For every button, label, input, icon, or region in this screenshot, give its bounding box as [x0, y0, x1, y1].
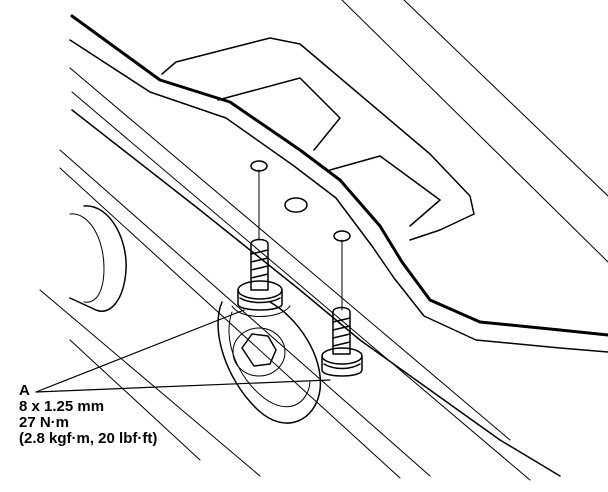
callout-spec: 8 x 1.25 mm	[19, 398, 105, 415]
bracket-upper-panel	[161, 37, 475, 241]
callout-torque-alt: (2.8 kgf·m, 20 lbf·ft)	[19, 430, 158, 447]
callout-label: A 8 x 1.25 mm 27 N·m (2.8 kgf·m, 20 lbf·…	[19, 383, 157, 447]
frame-member-lower-edge	[71, 109, 561, 477]
callout-letter: A	[19, 382, 30, 399]
mounting-disc	[217, 301, 322, 424]
bracket-inner-panel-1	[217, 77, 341, 151]
leader-line-2	[35, 379, 331, 393]
leader-line-1	[35, 309, 245, 393]
bolt-left	[231, 238, 291, 317]
bolt-hole-center	[284, 197, 308, 213]
frame-member-edge	[69, 39, 608, 353]
frame-member-outline	[70, 14, 608, 337]
disc-hub-bolt	[241, 333, 277, 367]
bolt-right	[321, 306, 363, 377]
cylinder-part	[69, 205, 127, 312]
bracket-inner-panel-2	[329, 155, 441, 227]
background-lines	[39, 0, 608, 481]
callout-torque: 27 N·m	[19, 414, 70, 431]
